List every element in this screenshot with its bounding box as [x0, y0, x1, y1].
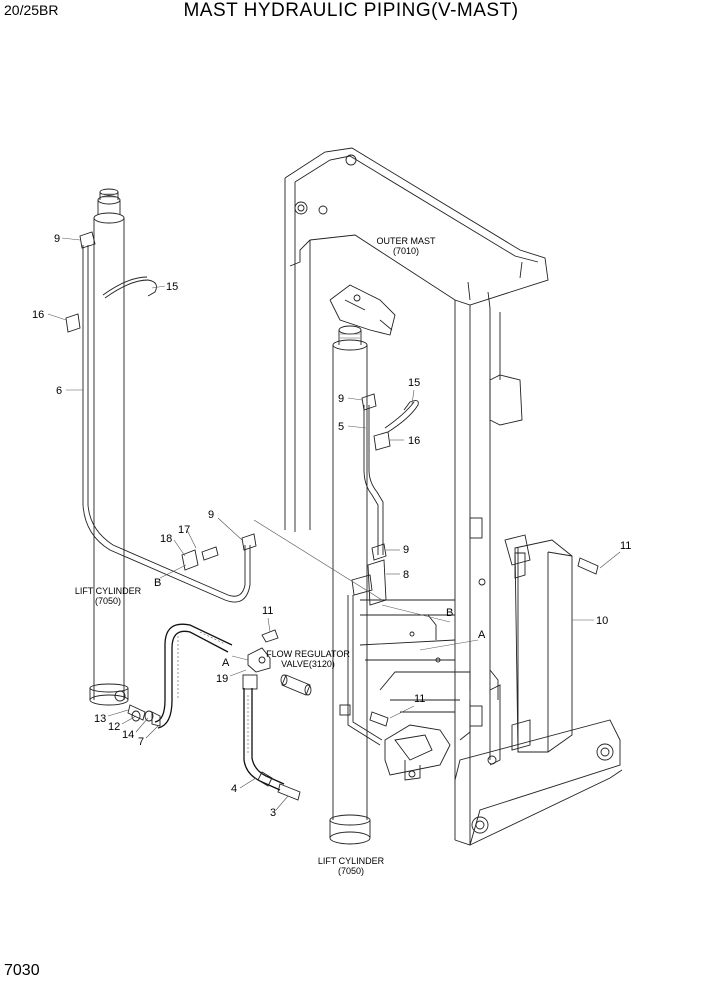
callout-8: 8 [403, 569, 409, 581]
pipe-6 [82, 245, 251, 603]
callout-17: 17 [178, 524, 190, 536]
callout-16: 16 [408, 435, 420, 447]
callout-13: 13 [94, 713, 106, 725]
callout-11: 11 [620, 540, 631, 552]
page-number: 7030 [4, 962, 40, 979]
outer-mast-drawing [284, 147, 623, 846]
callout-6: 6 [56, 385, 62, 397]
callout-19: 19 [216, 673, 228, 685]
callout-18: 18 [160, 533, 172, 545]
right-lift-cylinder [329, 325, 371, 845]
outer-mast-name: OUTER MAST [376, 236, 436, 246]
callout-labels: 9 15 16 6 9 17 18 B 11 A 19 13 12 14 7 4… [32, 233, 631, 819]
callout-5: 5 [338, 421, 344, 433]
right-cylinder-name: LIFT CYLINDER [318, 856, 385, 866]
callout-15: 15 [166, 281, 178, 293]
leader-lines [47, 237, 621, 811]
callout-11: 11 [262, 605, 273, 617]
right-cylinder-code: (7050) [338, 866, 364, 876]
callout-15: 15 [408, 377, 420, 389]
pipe-right-lower [339, 595, 383, 746]
left-lift-cylinder [89, 188, 129, 706]
callout-a: A [478, 629, 486, 641]
assembly-captions: OUTER MAST (7010) LIFT CYLINDER (7050) L… [75, 236, 436, 876]
pipe-5 [363, 405, 384, 555]
callout-14: 14 [122, 729, 134, 741]
callout-9: 9 [208, 509, 214, 521]
callout-a: A [222, 657, 230, 669]
callout-11: 11 [414, 693, 425, 705]
callout-9: 9 [403, 544, 409, 556]
hose-7 [154, 623, 233, 729]
callout-7: 7 [138, 736, 144, 748]
hose-4 [243, 688, 301, 801]
callout-9: 9 [338, 393, 344, 405]
flow-regulator-name: FLOW REGULATOR [266, 649, 350, 659]
flow-regulator-code: VALVE(3120) [281, 659, 335, 669]
callout-4: 4 [231, 783, 237, 795]
outer-mast-code: (7010) [393, 246, 419, 256]
left-cylinder-code: (7050) [95, 596, 121, 606]
flow-regulator-valve [65, 231, 599, 727]
callout-10: 10 [596, 615, 608, 627]
callout-3: 3 [270, 807, 276, 819]
model-code: 20/25BR [4, 2, 59, 18]
callout-b: B [154, 577, 161, 589]
callout-b: B [446, 607, 453, 619]
callout-12: 12 [108, 721, 120, 733]
left-cylinder-name: LIFT CYLINDER [75, 586, 142, 596]
callout-9: 9 [54, 233, 60, 245]
callout-16: 16 [32, 309, 44, 321]
channel-cover-part-10 [504, 534, 573, 753]
page-title: MAST HYDRAULIC PIPING(V-MAST) [183, 0, 519, 21]
